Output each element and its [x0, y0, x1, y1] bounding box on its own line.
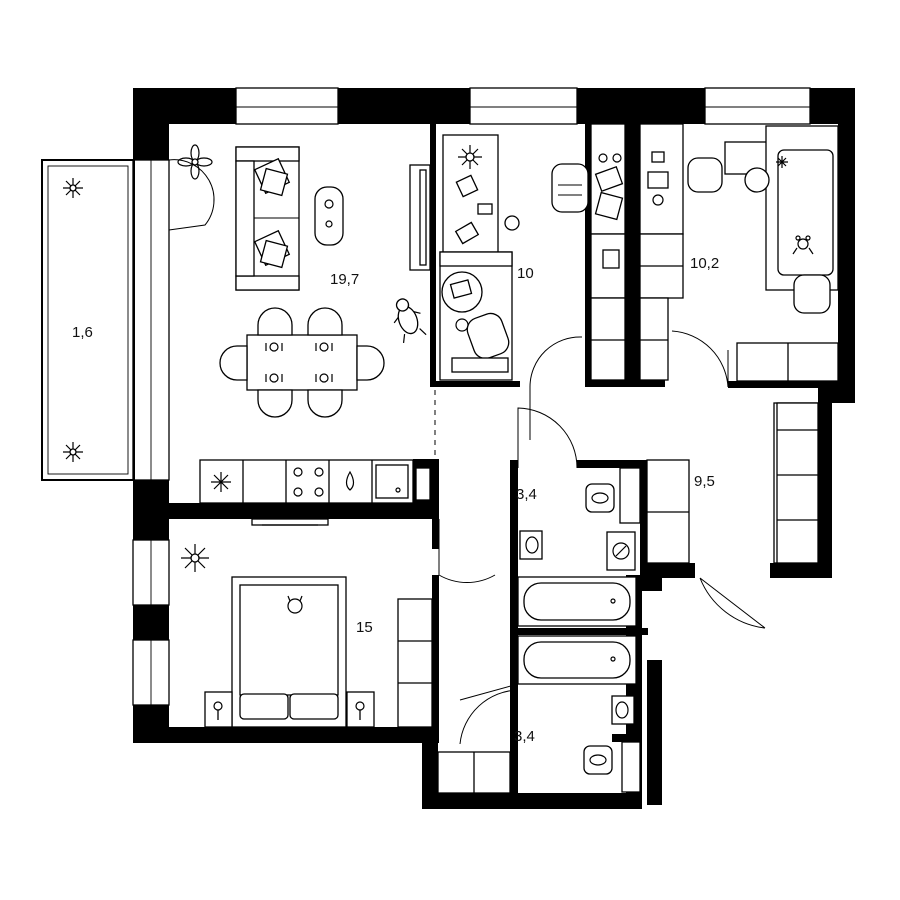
- coffee-table: [314, 186, 344, 246]
- bathroom-bottom: 3,4: [514, 635, 641, 793]
- nightstand: [346, 691, 375, 728]
- bathroom-bottom-area-label: 3,4: [514, 728, 535, 745]
- study-room: 10: [439, 134, 589, 381]
- place-setting-icon: [315, 342, 333, 352]
- study-room-area-label: 10: [517, 265, 534, 282]
- stove-icon: [293, 467, 324, 497]
- double-bed: [231, 576, 347, 728]
- plant-icon: [181, 544, 209, 572]
- tv-stand: [409, 164, 431, 271]
- living-room: 19,7: [177, 144, 431, 504]
- nightstand: [204, 691, 233, 728]
- plant-icon: [177, 144, 213, 180]
- sink-icon: [519, 530, 543, 560]
- dog-icon: [393, 298, 427, 343]
- doors: [168, 159, 766, 745]
- sink-icon: [611, 695, 635, 725]
- balcony: [41, 159, 135, 481]
- closet-shelves: [590, 123, 626, 381]
- bedroom: 15: [181, 518, 433, 728]
- desk-items: [647, 151, 669, 206]
- fridge-icon: [211, 472, 231, 492]
- bathtub: [517, 635, 637, 685]
- interior-walls: [169, 124, 838, 802]
- sofa: [235, 146, 300, 291]
- exterior-walls: [133, 88, 855, 809]
- teddy-icon: [792, 235, 814, 255]
- dining-chairs: [219, 307, 385, 418]
- toy-icons: [594, 153, 624, 221]
- plant-icon: [458, 145, 482, 169]
- bathtub: [517, 576, 637, 627]
- toilet-icon: [585, 483, 615, 513]
- hall: 9,5: [646, 402, 819, 564]
- plant-icon: [776, 156, 788, 168]
- bathroom-top: 3,4: [516, 467, 641, 627]
- wardrobe: [437, 751, 511, 794]
- living-room-area-label: 19,7: [330, 271, 359, 288]
- faucet-icon: [345, 470, 355, 491]
- dining-table: [246, 334, 358, 391]
- plant-icon: [63, 442, 83, 462]
- kitchen-counter: [199, 459, 431, 504]
- cat-icon: [287, 595, 303, 614]
- place-setting-icon: [265, 342, 283, 352]
- sink: [375, 464, 409, 499]
- balcony-area-label: 1,6: [72, 324, 93, 341]
- plant-icon: [63, 178, 83, 198]
- kids-room: 10,2: [639, 123, 839, 382]
- place-setting-icon: [265, 373, 283, 383]
- bathroom-top-area-label: 3,4: [516, 486, 537, 503]
- armchair: [551, 163, 589, 213]
- place-setting-icon: [315, 373, 333, 383]
- toilet-icon: [583, 745, 613, 775]
- hall-area-label: 9,5: [694, 473, 715, 490]
- kids-room-area-label: 10,2: [690, 255, 719, 272]
- bedroom-area-label: 15: [356, 619, 373, 636]
